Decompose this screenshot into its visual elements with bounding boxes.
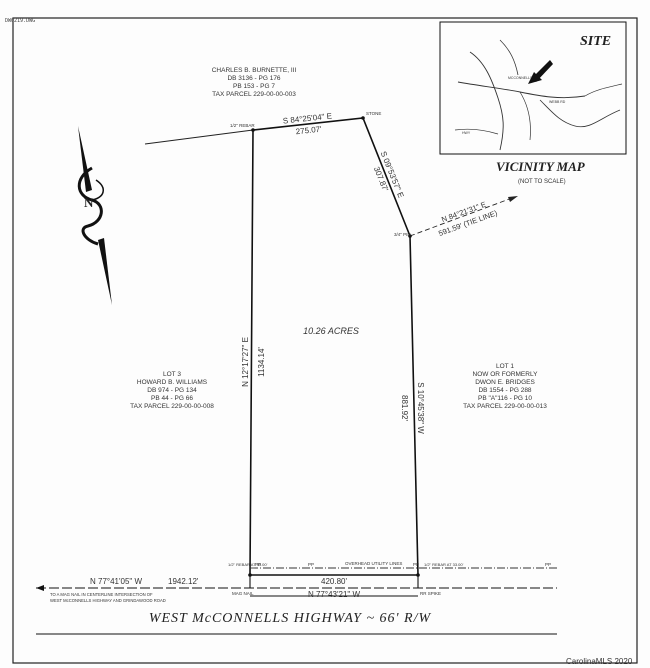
east-owner-plat: PB "A"116 - PG 10 — [478, 395, 532, 402]
west-owner-parcel: TAX PARCEL 229-00-00-008 — [130, 403, 214, 410]
vicinity-road-label-3: HWY — [462, 131, 471, 135]
north-line-distance: 275.07' — [295, 125, 322, 137]
north-arrow-icon: N — [77, 126, 112, 305]
mag-nail-label: MAG NAIL — [232, 591, 254, 596]
east-owner-name: DWON E. BRIDGES — [475, 379, 535, 386]
west-line-distance: 1134.14' — [257, 347, 266, 377]
power-pole-3: PP — [413, 562, 419, 567]
vicinity-road-5 — [519, 91, 531, 141]
corner-e — [408, 234, 412, 238]
power-pole-1: PP — [255, 562, 261, 567]
corner-nw — [251, 128, 255, 132]
west-line-annotation: N 12°17'27" E 1134.14' — [241, 337, 266, 387]
vicinity-road-6 — [454, 128, 499, 135]
vicinity-road-1 — [457, 81, 586, 99]
vicinity-road-2 — [469, 51, 504, 151]
east-lot-number: LOT 1 — [496, 363, 514, 370]
vicinity-map: MCCONNELLS WEBB RD HWY SITE VICINITY MAP… — [439, 21, 627, 185]
north-arrow-scroll-inner — [91, 179, 104, 201]
power-pole-4: PP — [545, 562, 551, 567]
monument-nw-label: 1/2" REBAR — [230, 123, 255, 128]
east-owner-status: NOW OR FORMERLY — [473, 371, 539, 378]
sheet-border — [12, 17, 638, 664]
monument-sw-label: 1/2" REBAR AT 33.00' — [228, 562, 268, 567]
tie-line-annotation: N 84°21'31" E 591.59' (TIE LINE) — [437, 200, 499, 238]
vicinity-map-frame — [439, 21, 627, 155]
road-bearing: N 77°41'05" W — [90, 577, 142, 586]
west-owner-deed: DB 974 - PG 134 — [147, 387, 197, 394]
road-name: WEST McCONNELLS HIGHWAY ~ 66' R/W — [149, 611, 432, 626]
vicinity-road-label-1: MCCONNELLS — [508, 76, 533, 80]
west-lot-number: LOT 3 — [163, 371, 181, 378]
road-centerline-arrow-icon — [36, 585, 44, 591]
road-distance: 1942.12' — [168, 577, 199, 586]
south-line-bearing: N 77°43'21" W — [308, 590, 360, 599]
west-line-bearing: N 12°17'27" E — [241, 337, 250, 387]
rr-spike-label: RR SPIKE — [420, 591, 441, 596]
east-line-annotation: S 10°45'38" W 881.92' — [400, 382, 425, 434]
vicinity-road-4 — [539, 99, 621, 128]
vicinity-map-title: VICINITY MAP — [496, 159, 586, 174]
north-arrow-tail — [98, 238, 112, 305]
site-arrow-head-icon — [528, 72, 542, 84]
corner-ne — [361, 116, 365, 120]
tie-line-arrow-icon — [508, 196, 518, 202]
road-note-line-2: WEST McCONNELLS HIGHWAY AND GRINDAWOOD R… — [50, 598, 166, 603]
east-adjoiner-block: LOT 1 NOW OR FORMERLY DWON E. BRIDGES DB… — [463, 363, 547, 410]
drawing-id: DW0219.DWG — [5, 18, 35, 24]
north-arrow-label: N — [84, 195, 94, 210]
tie-line — [409, 197, 513, 237]
property-boundary — [249, 117, 419, 576]
east-owner-parcel: TAX PARCEL 229-00-00-013 — [463, 403, 547, 410]
south-line-distance: 420.80' — [321, 577, 347, 586]
north-adjoiner-line — [144, 129, 254, 145]
acreage-label: 10.26 ACRES — [303, 326, 359, 336]
vicinity-road-7 — [584, 83, 623, 97]
north-arrow-scroll — [77, 166, 103, 246]
utility-line-label: OVERHEAD UTILITY LINES — [345, 561, 402, 566]
vicinity-road-3 — [499, 39, 519, 76]
north-owner-deed: DB 3136 - PG 176 — [227, 75, 280, 82]
north-owner-plat: PB 153 - PG 7 — [233, 83, 275, 90]
north-owner-name: CHARLES B. BURNETTE, III — [212, 67, 297, 74]
vicinity-road-label-2: WEBB RD — [549, 100, 566, 104]
north-arrow-tip — [78, 126, 92, 192]
site-label: SITE — [580, 34, 611, 49]
vicinity-map-subtitle: (NOT TO SCALE) — [518, 179, 566, 185]
west-owner-plat: PB 44 - PG 66 — [151, 395, 193, 402]
power-pole-2: PP — [308, 562, 314, 567]
north-adjoiner-block: CHARLES B. BURNETTE, III DB 3136 - PG 17… — [212, 67, 297, 98]
monument-se-label: 1/2" REBAR AT 33.00' — [424, 562, 464, 567]
east-line-distance: 881.92' — [400, 395, 409, 421]
east-line-bearing: S 10°45'38" W — [416, 382, 425, 434]
east-owner-deed: DB 1554 - PG 288 — [478, 387, 531, 394]
west-adjoiner-block: LOT 3 HOWARD B. WILLIAMS DB 974 - PG 134… — [130, 371, 214, 410]
watermark: CarolinaMLS 2020 — [566, 657, 633, 666]
north-owner-parcel: TAX PARCEL 229-00-00-003 — [212, 91, 296, 98]
monument-e-label: 3/4" PIN — [394, 232, 411, 237]
road-note-line-1: TO A MAG NAIL IN CENTERLINE INTERSECTION… — [50, 592, 153, 597]
west-owner-name: HOWARD B. WILLIAMS — [137, 379, 208, 386]
monument-ne-label: STONE — [366, 111, 381, 116]
